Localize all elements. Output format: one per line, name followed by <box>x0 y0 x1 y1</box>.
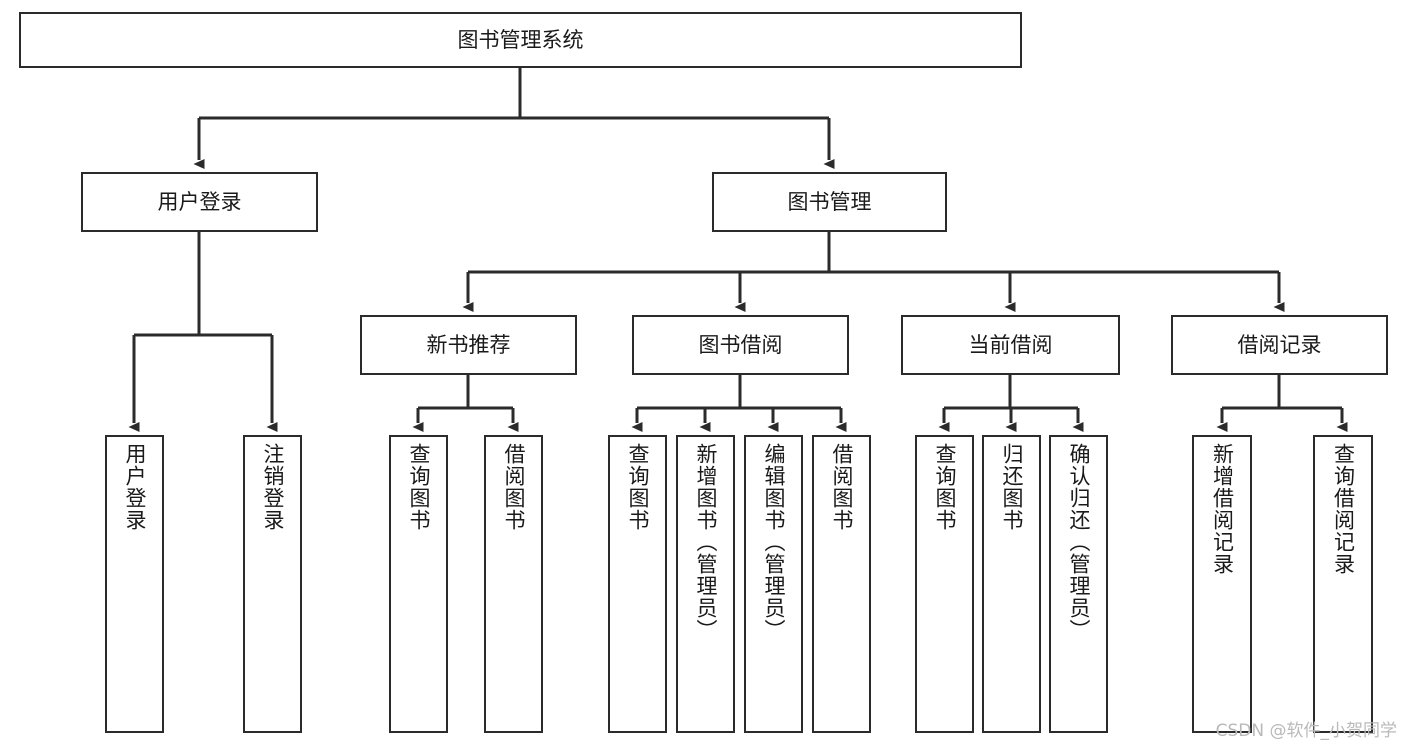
node-label: 新书推荐 <box>426 332 511 357</box>
node-label: 查询借阅记录 <box>1331 443 1356 575</box>
node-label: 归还图书 <box>1000 443 1024 531</box>
node-book-borrow[interactable]: 图书借阅 <box>632 315 849 375</box>
node-label: 借阅图书 <box>502 443 526 531</box>
node-label: 查询图书 <box>626 443 650 531</box>
node-label: 确认归还（管理员） <box>1067 443 1091 641</box>
leaf-confirm-return[interactable]: 确认归还（管理员） <box>1049 435 1108 733</box>
node-label: 当前借阅 <box>968 332 1053 357</box>
leaf-return-book[interactable]: 归还图书 <box>982 435 1041 733</box>
node-label: 图书管理系统 <box>457 27 584 52</box>
node-label: 用户登录 <box>123 443 147 531</box>
node-label: 注销登录 <box>261 443 285 531</box>
node-borrow-record[interactable]: 借阅记录 <box>1171 315 1388 375</box>
csdn-watermark: CSDN @软件_小贺同学 <box>1215 721 1397 741</box>
leaf-query-borrow-record[interactable]: 查询借阅记录 <box>1313 435 1373 733</box>
node-new-book-recommend[interactable]: 新书推荐 <box>360 315 577 375</box>
node-book-management[interactable]: 图书管理 <box>712 172 947 232</box>
node-label: 图书借阅 <box>698 332 783 357</box>
node-label: 图书管理 <box>787 189 872 214</box>
leaf-logout-login[interactable]: 注销登录 <box>243 435 302 733</box>
node-label: 查询图书 <box>933 443 957 531</box>
node-label: 新增图书（管理员） <box>694 443 718 641</box>
leaf-user-login[interactable]: 用户登录 <box>105 435 164 733</box>
leaf-borrow-book[interactable]: 借阅图书 <box>812 435 871 733</box>
node-label: 借阅图书 <box>830 443 854 531</box>
node-user-login[interactable]: 用户登录 <box>81 172 318 232</box>
node-label: 查询图书 <box>407 443 431 531</box>
leaf-add-borrow-record[interactable]: 新增借阅记录 <box>1192 435 1252 733</box>
node-label: 用户登录 <box>157 189 242 214</box>
node-label: 新增借阅记录 <box>1210 443 1235 575</box>
node-label: 借阅记录 <box>1237 332 1322 357</box>
leaf-edit-book[interactable]: 编辑图书（管理员） <box>744 435 803 733</box>
leaf-query-book-current[interactable]: 查询图书 <box>915 435 974 733</box>
leaf-query-book-recommend[interactable]: 查询图书 <box>389 435 448 733</box>
node-current-borrow[interactable]: 当前借阅 <box>901 315 1120 375</box>
node-label: 编辑图书（管理员） <box>762 443 786 641</box>
leaf-borrow-book-recommend[interactable]: 借阅图书 <box>484 435 543 733</box>
node-root-system[interactable]: 图书管理系统 <box>19 12 1022 68</box>
leaf-add-book[interactable]: 新增图书（管理员） <box>676 435 735 733</box>
leaf-query-book-borrow[interactable]: 查询图书 <box>608 435 667 733</box>
